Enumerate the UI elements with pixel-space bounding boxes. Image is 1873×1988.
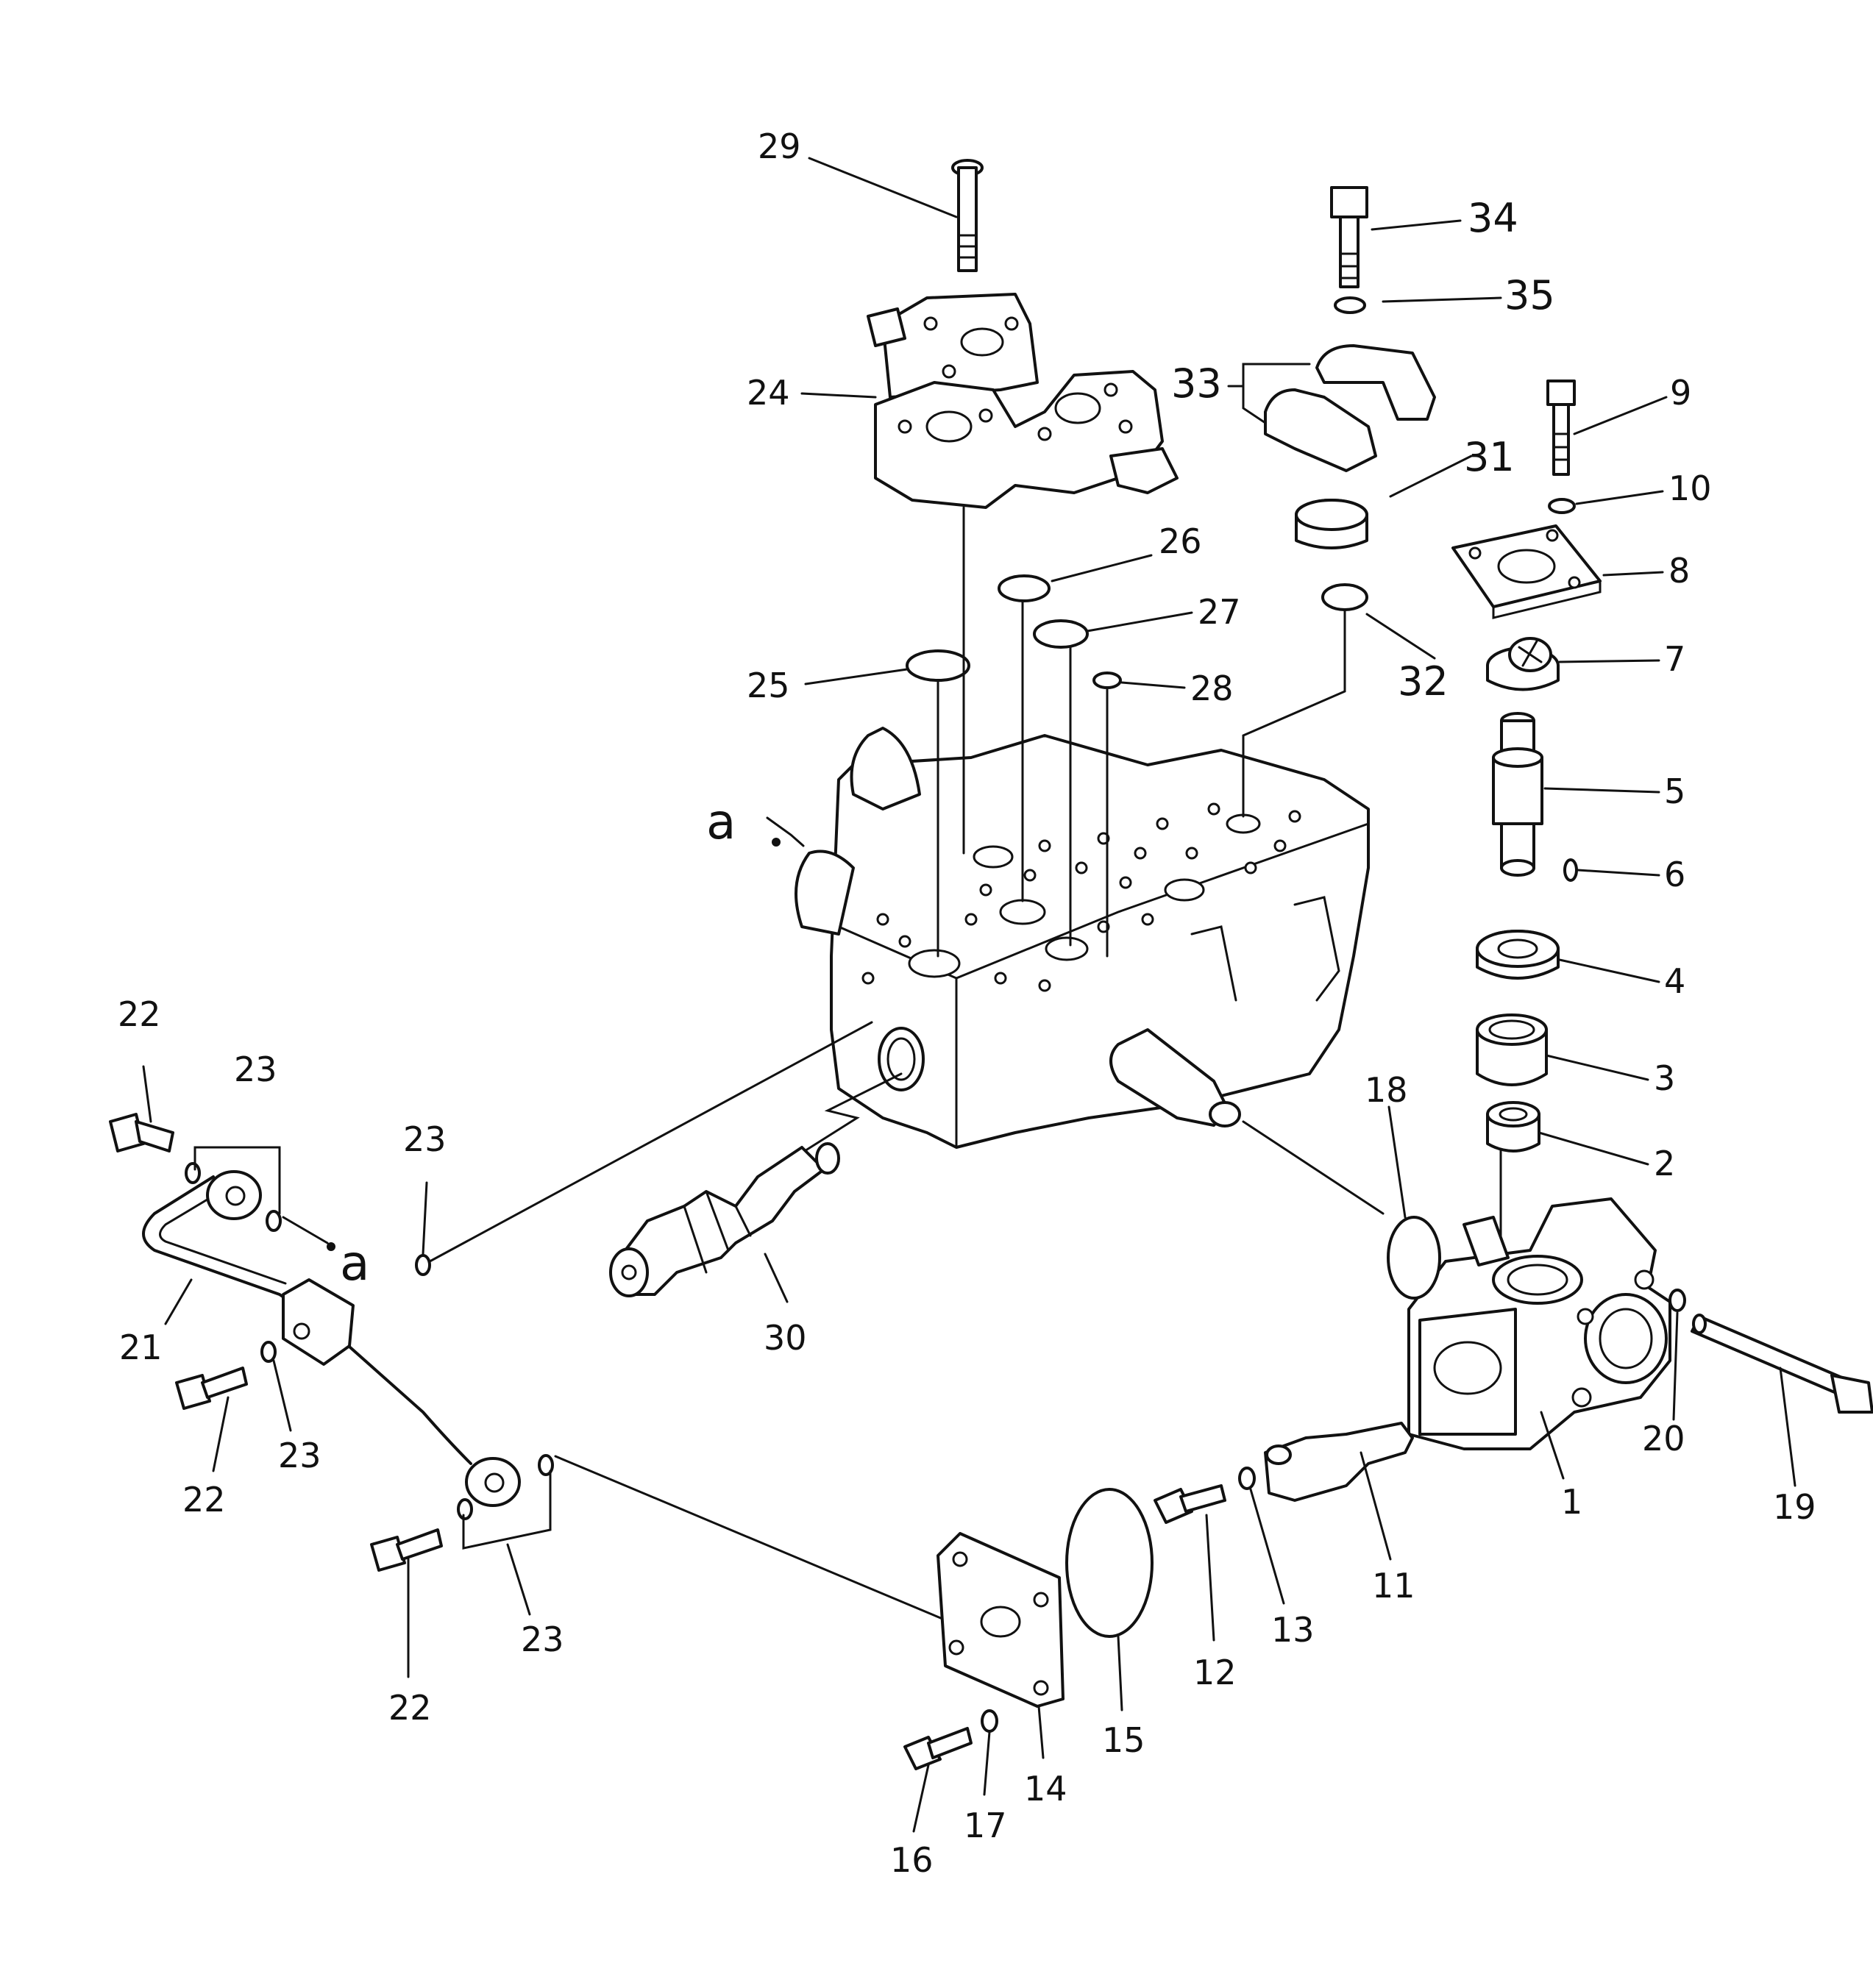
callout-31: 31 <box>1464 434 1515 480</box>
callout-9: 9 <box>1670 373 1691 413</box>
bushing-2 <box>1486 1101 1540 1152</box>
callout-23-bottom: 23 <box>521 1620 564 1659</box>
callout-8: 8 <box>1668 551 1690 591</box>
callout-23-lower: 23 <box>278 1436 321 1475</box>
seal-4 <box>1476 930 1560 980</box>
o-ring-32 <box>1321 583 1368 611</box>
callout-26: 26 <box>1159 521 1202 561</box>
cover-plate-14 <box>936 1532 1065 1708</box>
washer-23 <box>415 1254 431 1276</box>
o-ring-15 <box>1065 1488 1154 1638</box>
callout-16: 16 <box>890 1840 934 1880</box>
callout-25: 25 <box>747 666 790 705</box>
top-cover-block <box>867 293 1179 509</box>
callout-7: 7 <box>1664 639 1685 679</box>
o-ring-28 <box>1092 671 1122 689</box>
clamp-33 <box>1264 344 1436 472</box>
callout-22-lower: 22 <box>388 1688 432 1728</box>
callout-23-upper: 23 <box>234 1050 277 1089</box>
washer-23 <box>457 1498 473 1520</box>
callout-18: 18 <box>1365 1070 1408 1110</box>
bolt-22-upper <box>109 1113 174 1152</box>
callout-33: 33 <box>1171 360 1222 407</box>
callout-35: 35 <box>1504 272 1555 318</box>
body-port-holes <box>861 802 1301 992</box>
bolt-12 <box>1154 1484 1226 1524</box>
bearing-3 <box>1476 1013 1548 1086</box>
plate-8 <box>1451 524 1602 619</box>
bolt-19 <box>1691 1314 1873 1414</box>
washer-10 <box>1548 498 1576 514</box>
callout-20: 20 <box>1642 1419 1685 1458</box>
callout-21: 21 <box>119 1328 163 1367</box>
pipe-21 <box>142 1170 521 1507</box>
callout-11: 11 <box>1372 1566 1415 1606</box>
callout-24: 24 <box>747 373 790 413</box>
washer-35 <box>1334 296 1366 314</box>
callout-labels: 29 34 35 33 31 9 10 8 7 5 6 4 3 2 26 27 … <box>118 127 1816 1880</box>
callout-28: 28 <box>1190 669 1234 708</box>
callout-13: 13 <box>1271 1610 1315 1650</box>
callout-27: 27 <box>1198 592 1241 632</box>
housing-1 <box>1407 1197 1671 1450</box>
callout-1: 1 <box>1561 1482 1582 1522</box>
pin-6 <box>1563 858 1578 882</box>
callout-5: 5 <box>1664 772 1685 811</box>
ref-arrow-dot <box>772 838 781 847</box>
callout-6: 6 <box>1664 855 1685 894</box>
o-ring-26 <box>998 574 1051 602</box>
callout-12: 12 <box>1193 1653 1237 1692</box>
callout-34: 34 <box>1468 195 1518 241</box>
callout-17: 17 <box>964 1806 1007 1845</box>
bolt-22-lower <box>370 1528 443 1572</box>
callout-4: 4 <box>1664 961 1685 1001</box>
washer-23 <box>538 1454 554 1476</box>
lever-11 <box>1264 1422 1414 1502</box>
bolt-16 <box>903 1727 973 1770</box>
bolt-22-middle <box>175 1367 248 1410</box>
callout-19: 19 <box>1773 1487 1816 1527</box>
washer-17 <box>981 1709 998 1733</box>
callout-23-mid: 23 <box>403 1119 447 1159</box>
callout-32: 32 <box>1398 658 1449 705</box>
o-ring-18 <box>1387 1216 1441 1300</box>
callout-29: 29 <box>758 127 801 166</box>
bolt-34 <box>1330 186 1368 288</box>
plug-31 <box>1295 499 1368 549</box>
washer-23 <box>185 1162 201 1184</box>
washer-23 <box>266 1210 282 1232</box>
callout-22-upper: 22 <box>118 994 161 1034</box>
ref-arrow-dot <box>327 1242 335 1251</box>
bolt-9 <box>1546 380 1576 476</box>
callout-10: 10 <box>1668 469 1712 508</box>
gear-7 <box>1486 637 1560 691</box>
o-ring-27 <box>1033 619 1089 649</box>
callout-3: 3 <box>1654 1058 1675 1098</box>
assembly-lines <box>422 506 1502 1642</box>
callout-14: 14 <box>1024 1769 1067 1809</box>
callout-15: 15 <box>1102 1720 1145 1760</box>
washer-23 <box>260 1341 277 1363</box>
ring-20 <box>1668 1289 1686 1312</box>
o-ring-25 <box>906 649 970 682</box>
valve-body <box>795 727 1370 1149</box>
callout-2: 2 <box>1654 1144 1675 1183</box>
callout-30: 30 <box>764 1318 807 1358</box>
relief-valve-30 <box>609 1142 840 1297</box>
ref-mark-a-body: a <box>706 794 736 850</box>
bolt-29 <box>951 159 984 272</box>
callout-22-middle: 22 <box>182 1480 226 1519</box>
shaft-5 <box>1492 712 1543 877</box>
washer-13 <box>1238 1467 1256 1490</box>
ref-mark-a-pipe: a <box>340 1235 369 1292</box>
leader-lines <box>142 157 1796 1833</box>
